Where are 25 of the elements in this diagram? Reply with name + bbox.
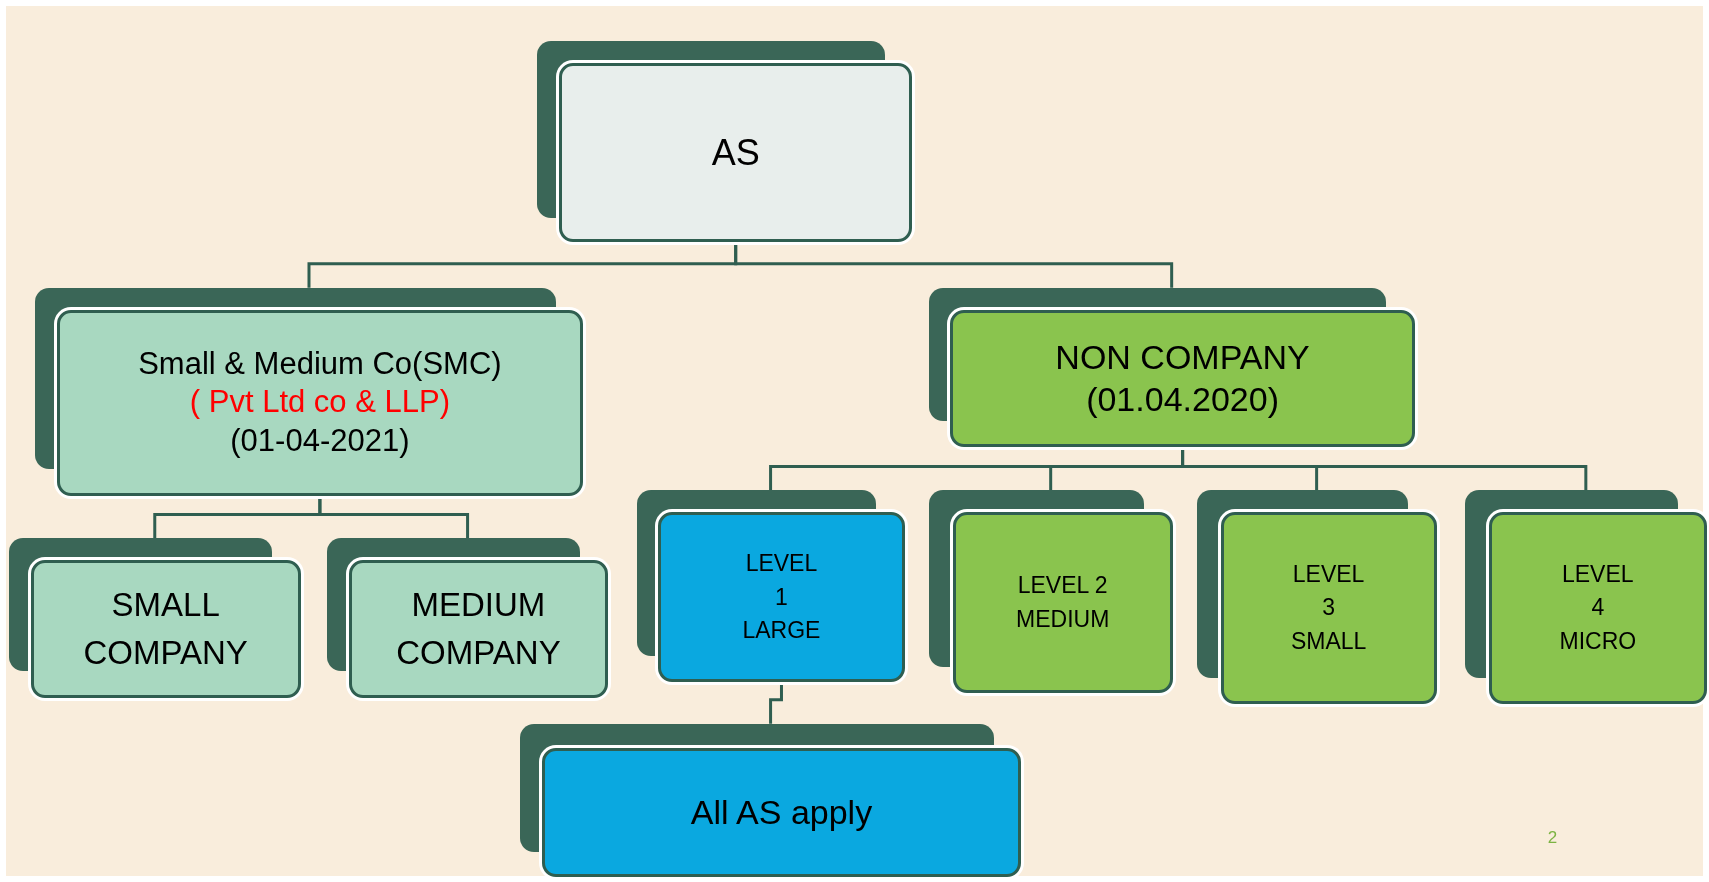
node-label: (01.04.2020) [1086,379,1279,421]
node-label: AS [711,131,760,176]
node-label: LEVEL 1 LARGE [742,549,821,645]
node-label: ( Pvt Ltd co & LLP) [189,383,450,422]
node-box [928,287,1415,447]
node-box [537,41,913,242]
node-box [519,723,1022,878]
node-label: LEVEL 4 MICRO [1559,560,1637,656]
node-label: Small & Medium Co(SMC) [138,344,502,383]
connector-line [769,682,783,724]
node-label: NON COMPANY [1055,336,1310,378]
node-label: MEDIUM COMPANY [396,585,561,673]
node-box [1464,490,1707,705]
node-label: (01-04-2021) [230,422,410,461]
node-box [8,538,301,698]
node-label: All AS apply [690,792,873,834]
node-box [928,490,1173,694]
node-label: LEVEL 2 MEDIUM [1016,571,1110,634]
node-box [326,538,609,698]
node-box [34,287,584,496]
node-label: LEVEL 3 SMALL [1290,560,1367,656]
node-label: SMALL COMPANY [83,585,248,673]
page-number: 2 [1547,828,1558,849]
node-box [636,490,905,683]
node-box [1196,490,1437,705]
